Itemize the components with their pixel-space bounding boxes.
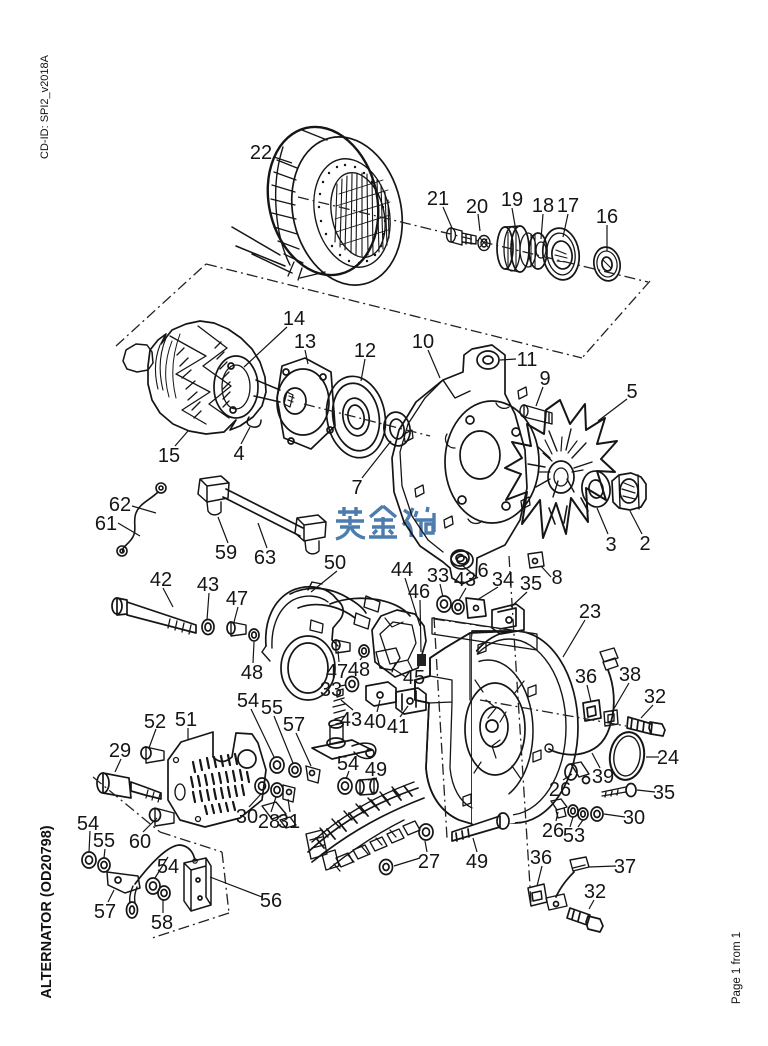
- svg-text:4: 4: [233, 443, 244, 465]
- svg-text:33: 33: [427, 565, 449, 587]
- svg-text:35: 35: [653, 782, 675, 804]
- svg-text:54: 54: [77, 813, 99, 835]
- svg-text:56: 56: [260, 890, 282, 912]
- svg-text:61: 61: [95, 513, 117, 535]
- svg-text:47: 47: [326, 661, 348, 683]
- svg-text:58: 58: [151, 912, 173, 934]
- svg-text:63: 63: [254, 547, 276, 569]
- svg-text:21: 21: [427, 188, 449, 210]
- svg-text:54: 54: [337, 753, 359, 775]
- svg-text:2: 2: [639, 533, 650, 555]
- svg-text:30: 30: [623, 807, 645, 829]
- svg-text:27: 27: [418, 851, 440, 873]
- svg-text:46: 46: [408, 581, 430, 603]
- svg-text:37: 37: [614, 856, 636, 878]
- svg-text:39: 39: [592, 766, 614, 788]
- svg-text:52: 52: [144, 711, 166, 733]
- svg-text:55: 55: [261, 697, 283, 719]
- svg-text:15: 15: [158, 445, 180, 467]
- svg-text:44: 44: [391, 559, 413, 581]
- svg-text:14: 14: [283, 308, 305, 330]
- svg-text:33: 33: [320, 679, 342, 701]
- svg-text:40: 40: [364, 711, 386, 733]
- svg-text:43: 43: [454, 569, 476, 591]
- svg-text:43: 43: [197, 574, 219, 596]
- svg-text:26: 26: [549, 779, 571, 801]
- svg-text:51: 51: [175, 709, 197, 731]
- svg-text:55: 55: [93, 830, 115, 852]
- svg-text:49: 49: [365, 759, 387, 781]
- svg-text:6: 6: [477, 560, 488, 582]
- svg-text:23: 23: [579, 601, 601, 623]
- svg-text:48: 48: [241, 662, 263, 684]
- svg-text:19: 19: [501, 189, 523, 211]
- svg-text:29: 29: [109, 740, 131, 762]
- svg-text:62: 62: [109, 494, 131, 516]
- svg-text:45: 45: [403, 667, 425, 689]
- svg-text:57: 57: [94, 901, 116, 923]
- svg-text:57: 57: [283, 714, 305, 736]
- svg-text:42: 42: [150, 569, 172, 591]
- svg-text:12: 12: [354, 340, 376, 362]
- svg-text:24: 24: [657, 747, 679, 769]
- svg-text:26: 26: [542, 820, 564, 842]
- svg-text:59: 59: [215, 542, 237, 564]
- svg-text:16: 16: [596, 206, 618, 228]
- svg-text:17: 17: [557, 195, 579, 217]
- svg-text:36: 36: [575, 666, 597, 688]
- svg-text:43: 43: [340, 709, 362, 731]
- svg-text:54: 54: [237, 690, 259, 712]
- svg-text:60: 60: [129, 831, 151, 853]
- svg-text:3: 3: [605, 534, 616, 556]
- svg-text:5: 5: [626, 381, 637, 403]
- svg-text:20: 20: [466, 196, 488, 218]
- svg-text:9: 9: [539, 368, 550, 390]
- svg-text:47: 47: [226, 588, 248, 610]
- svg-text:54: 54: [157, 856, 179, 878]
- svg-text:32: 32: [584, 881, 606, 903]
- svg-text:8: 8: [551, 567, 562, 589]
- svg-text:30: 30: [236, 806, 258, 828]
- svg-text:28: 28: [258, 811, 280, 833]
- svg-text:31: 31: [278, 811, 300, 833]
- svg-text:34: 34: [492, 569, 514, 591]
- svg-text:32: 32: [644, 686, 666, 708]
- svg-text:53: 53: [563, 825, 585, 847]
- svg-text:7: 7: [351, 477, 362, 499]
- svg-text:13: 13: [294, 331, 316, 353]
- svg-text:48: 48: [348, 659, 370, 681]
- svg-text:38: 38: [619, 664, 641, 686]
- svg-text:22: 22: [250, 142, 272, 164]
- svg-text:49: 49: [466, 851, 488, 873]
- svg-text:36: 36: [530, 847, 552, 869]
- svg-text:10: 10: [412, 331, 434, 353]
- svg-text:35: 35: [520, 573, 542, 595]
- svg-text:41: 41: [387, 716, 409, 738]
- svg-text:18: 18: [532, 195, 554, 217]
- svg-text:50: 50: [324, 552, 346, 574]
- svg-text:11: 11: [517, 349, 538, 371]
